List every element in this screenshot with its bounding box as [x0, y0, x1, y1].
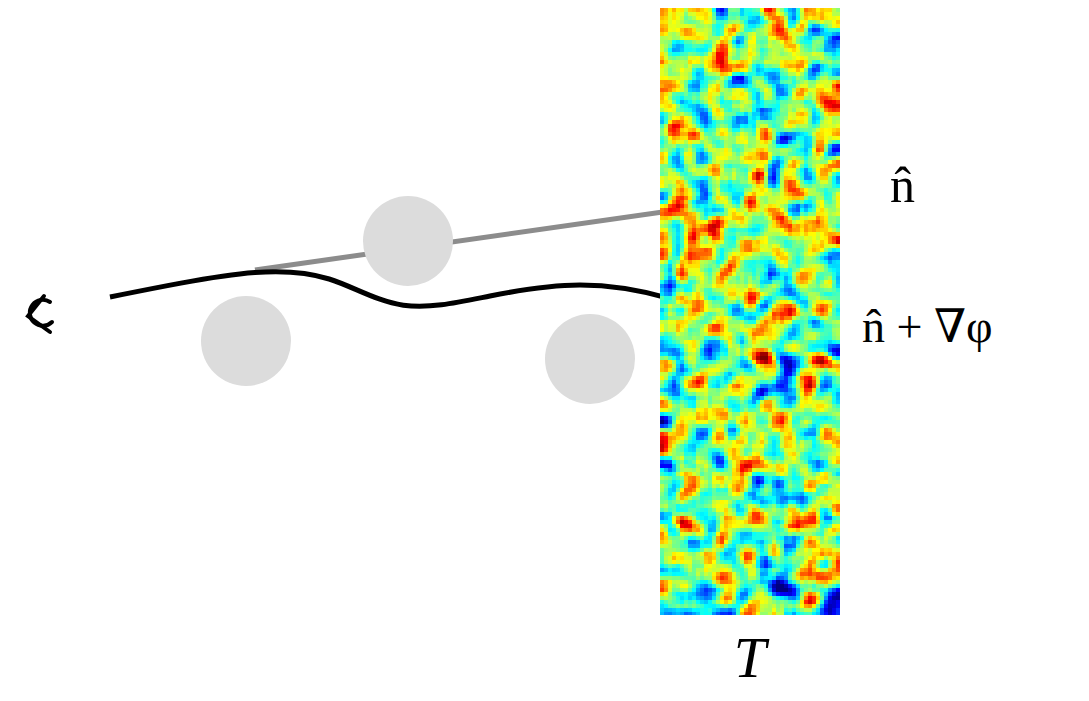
lens-masses	[201, 196, 635, 404]
lens-mass	[363, 196, 453, 286]
lens-mass	[201, 296, 291, 386]
lens-mass	[545, 314, 635, 404]
deflected-direction-label: n̂ + ∇φ	[862, 304, 993, 350]
unlensed-ray	[255, 202, 733, 270]
direction-label: n̂	[890, 160, 915, 210]
cmb-texture	[660, 8, 840, 615]
map-label: T	[734, 629, 766, 687]
observer-eye	[28, 296, 52, 332]
cmb-map: T	[660, 8, 840, 615]
lensed-ray	[110, 272, 755, 330]
eye-lid	[28, 296, 50, 332]
